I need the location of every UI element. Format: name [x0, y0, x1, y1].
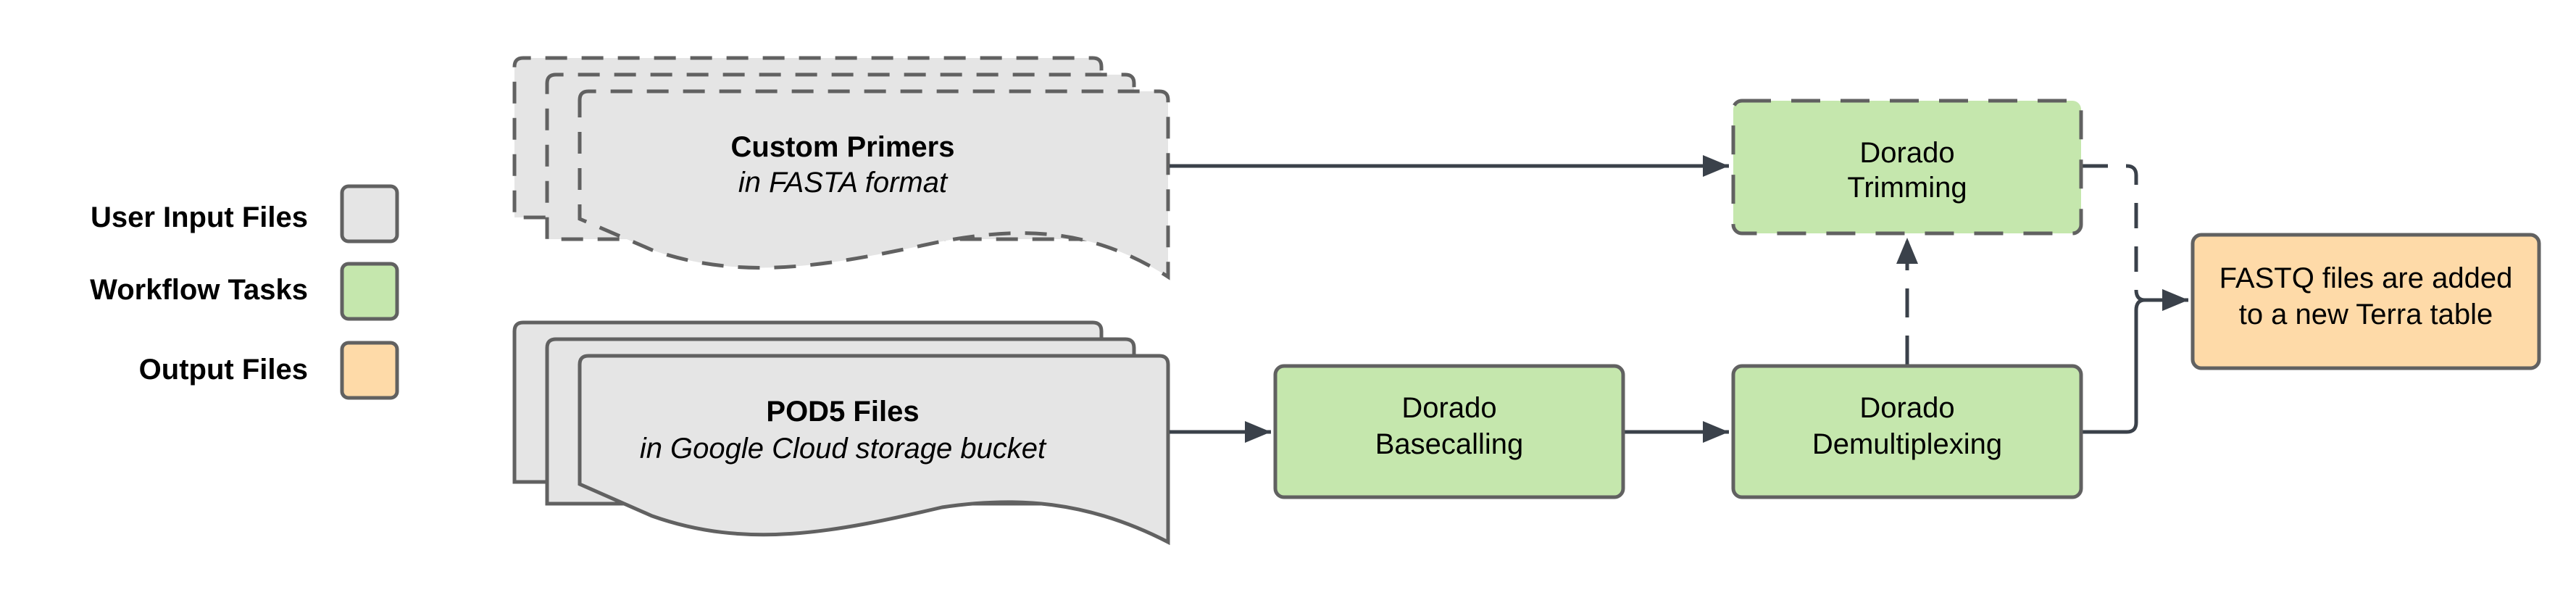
legend-swatch-task	[340, 262, 399, 321]
trimming-task-node: Dorado Trimming	[1731, 99, 2083, 236]
node-subtitle: in Google Cloud storage bucket	[640, 433, 1047, 465]
edge-trimming-to-output	[2083, 164, 2188, 311]
connectors	[1170, 155, 2188, 443]
legend-label: User Input Files	[91, 201, 308, 233]
node-subtitle: in FASTA format	[738, 167, 949, 199]
output-label-line1: FASTQ files are added	[2219, 262, 2513, 294]
document-sheet-front	[578, 354, 1170, 546]
task-label-line2: Basecalling	[1375, 428, 1524, 460]
document-sheet-front	[578, 89, 1170, 280]
output-box	[2191, 233, 2541, 370]
legend-swatch-output	[340, 341, 399, 400]
custom-primers-node: Custom Primers in FASTA format	[512, 56, 1170, 280]
output-node: FASTQ files are added to a new Terra tab…	[2191, 233, 2541, 370]
legend-swatch-input	[340, 184, 399, 244]
task-label-line2: Demultiplexing	[1812, 428, 2002, 460]
task-box	[1731, 364, 2083, 499]
legend-item-workflow-tasks: Workflow Tasks	[90, 262, 399, 321]
node-title: Custom Primers	[731, 131, 955, 163]
basecalling-task-node: Dorado Basecalling	[1273, 364, 1625, 499]
legend-item-user-input: User Input Files	[91, 184, 399, 244]
edge-demux-to-output	[2083, 289, 2188, 434]
task-box	[1273, 364, 1625, 499]
legend-label: Output Files	[139, 354, 308, 386]
task-box	[1731, 99, 2083, 236]
task-label-line1: Dorado	[1401, 392, 1496, 424]
node-title: POD5 Files	[766, 396, 919, 428]
output-label-line2: to a new Terra table	[2239, 299, 2493, 330]
task-label-line1: Dorado	[1859, 392, 1954, 424]
pod5-files-node: POD5 Files in Google Cloud storage bucke…	[512, 320, 1170, 546]
legend: User Input Files Workflow Tasks Output F…	[90, 184, 399, 400]
legend-label: Workflow Tasks	[90, 274, 308, 306]
task-label-line1: Dorado	[1859, 137, 1954, 169]
legend-item-output-files: Output Files	[139, 341, 399, 400]
demultiplexing-task-node: Dorado Demultiplexing	[1731, 364, 2083, 499]
task-label-line2: Trimming	[1847, 172, 1967, 204]
